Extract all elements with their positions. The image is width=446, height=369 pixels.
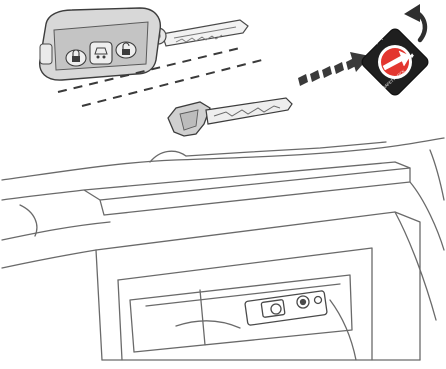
mechanical-key-blade	[168, 98, 292, 136]
lock-button-icon	[66, 50, 86, 66]
knob-side-symbol: ♦	[410, 51, 414, 60]
insertion-arrow-icon	[298, 52, 370, 86]
rotation-arrow-icon	[404, 4, 425, 40]
airbag-switch-housing	[245, 291, 328, 326]
dashboard-line-art	[2, 138, 444, 360]
remote-key-fob	[40, 8, 248, 80]
boot-button-icon	[90, 42, 112, 64]
unlock-button-icon	[116, 42, 136, 58]
